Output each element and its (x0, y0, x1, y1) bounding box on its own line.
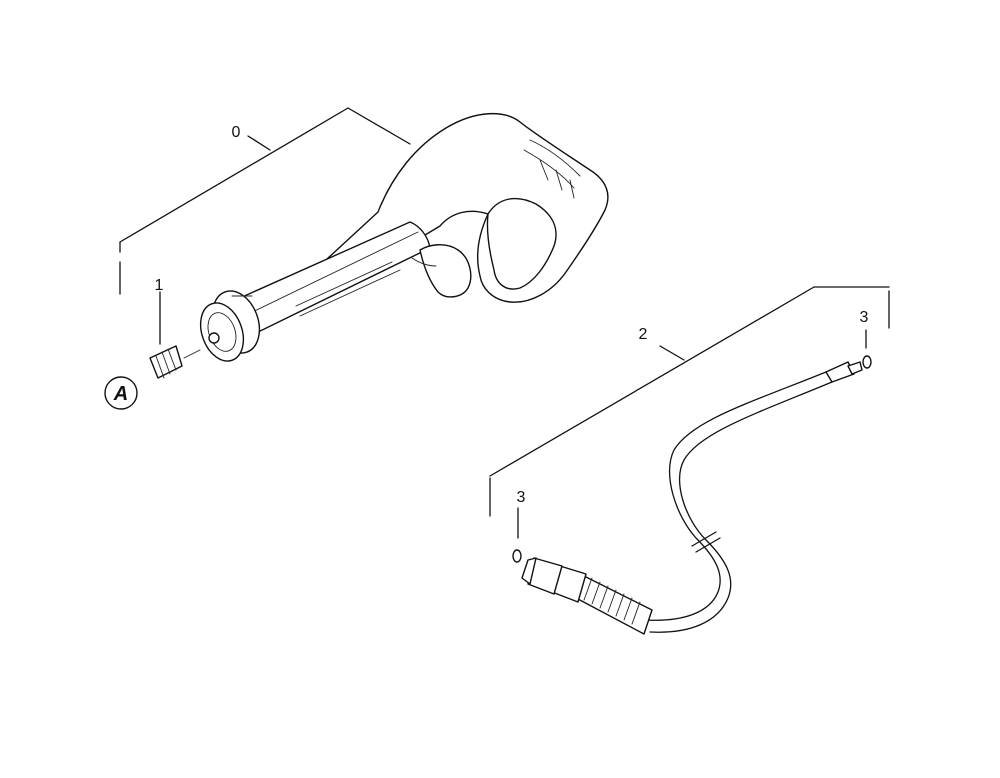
callout-label-1: 1 (155, 277, 164, 294)
bracket-assembly-0 (119, 107, 411, 295)
oring-left (512, 507, 522, 563)
callout-label-0: 0 (232, 124, 241, 141)
spring-part (149, 291, 201, 379)
callout-label-3-right: 3 (860, 309, 869, 326)
detail-marker-label: A (113, 383, 128, 405)
spray-gun (199, 113, 609, 362)
hose-part (521, 361, 863, 635)
callout-label-3-left: 3 (517, 489, 526, 506)
bracket-hose-2 (489, 286, 890, 517)
callout-label-2: 2 (639, 326, 648, 343)
detail-marker-a (104, 376, 138, 410)
oring-right (862, 329, 872, 369)
